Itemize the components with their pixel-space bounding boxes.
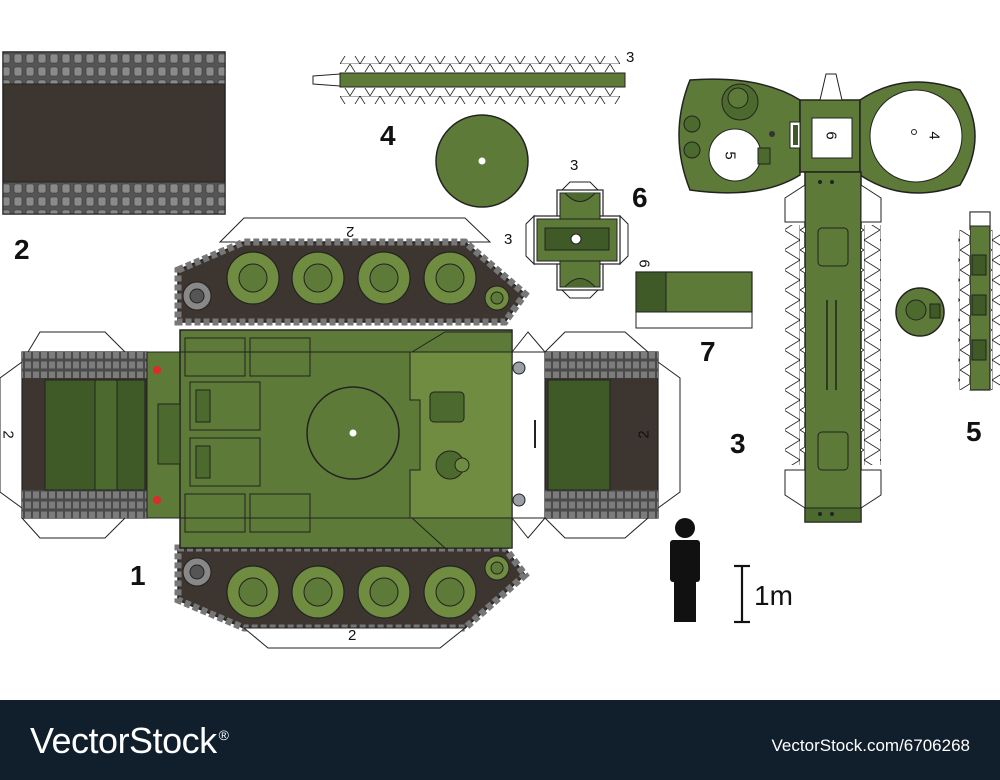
part-3-turret xyxy=(678,73,976,523)
registered-mark: ® xyxy=(218,727,229,743)
part-7-box xyxy=(635,271,753,329)
part-label-2: 2 xyxy=(14,234,30,265)
part-label-7: 7 xyxy=(700,336,716,367)
part-label-6: 6 xyxy=(632,182,648,213)
part-label-1: 1 xyxy=(130,560,146,591)
part-label-4: 4 xyxy=(380,120,396,151)
brand-logo: VectorStock® xyxy=(30,720,229,762)
tab-label-hull-right: 2 xyxy=(635,430,653,439)
footer-url: VectorStock.com/6706268 xyxy=(771,736,970,755)
human-scale-figure xyxy=(670,518,700,622)
tab-label-hull-left: 2 xyxy=(0,430,17,439)
part-6-hatch xyxy=(525,181,629,299)
brand-name: VectorStock xyxy=(30,720,217,761)
tab-label-track-top: 2 xyxy=(346,223,355,240)
part-4-toothed-strip xyxy=(312,56,626,104)
tab-label-turret-small: 5 xyxy=(721,151,739,160)
watermark-footer: VectorStock® VectorStock.com/6706268 xyxy=(0,700,1000,780)
tab-label-box-end: 6 xyxy=(635,259,653,268)
part-label-3: 3 xyxy=(730,428,746,459)
scale-bar xyxy=(734,564,750,624)
part-2-track-sheet xyxy=(2,51,226,215)
paper-model-sheet: 1 2 3 4 5 6 7 2 2 2 2 3 3 3 6 5 4 6 1m xyxy=(0,49,1000,649)
part-1-hull xyxy=(0,217,681,649)
tab-label-turret-large: 4 xyxy=(925,131,943,140)
part-4-disc xyxy=(435,114,529,208)
part-5-disc xyxy=(895,287,945,337)
tab-label-strip-end: 3 xyxy=(626,49,635,66)
tab-label-turret-mid: 6 xyxy=(822,131,840,140)
tab-label-hatch-top: 3 xyxy=(570,157,579,174)
tab-label-hatch-left: 3 xyxy=(504,231,513,248)
part-label-5: 5 xyxy=(966,416,982,447)
scale-label: 1m xyxy=(754,580,793,611)
part-5-strip xyxy=(958,211,1000,391)
tab-label-track-bottom: 2 xyxy=(348,627,357,644)
